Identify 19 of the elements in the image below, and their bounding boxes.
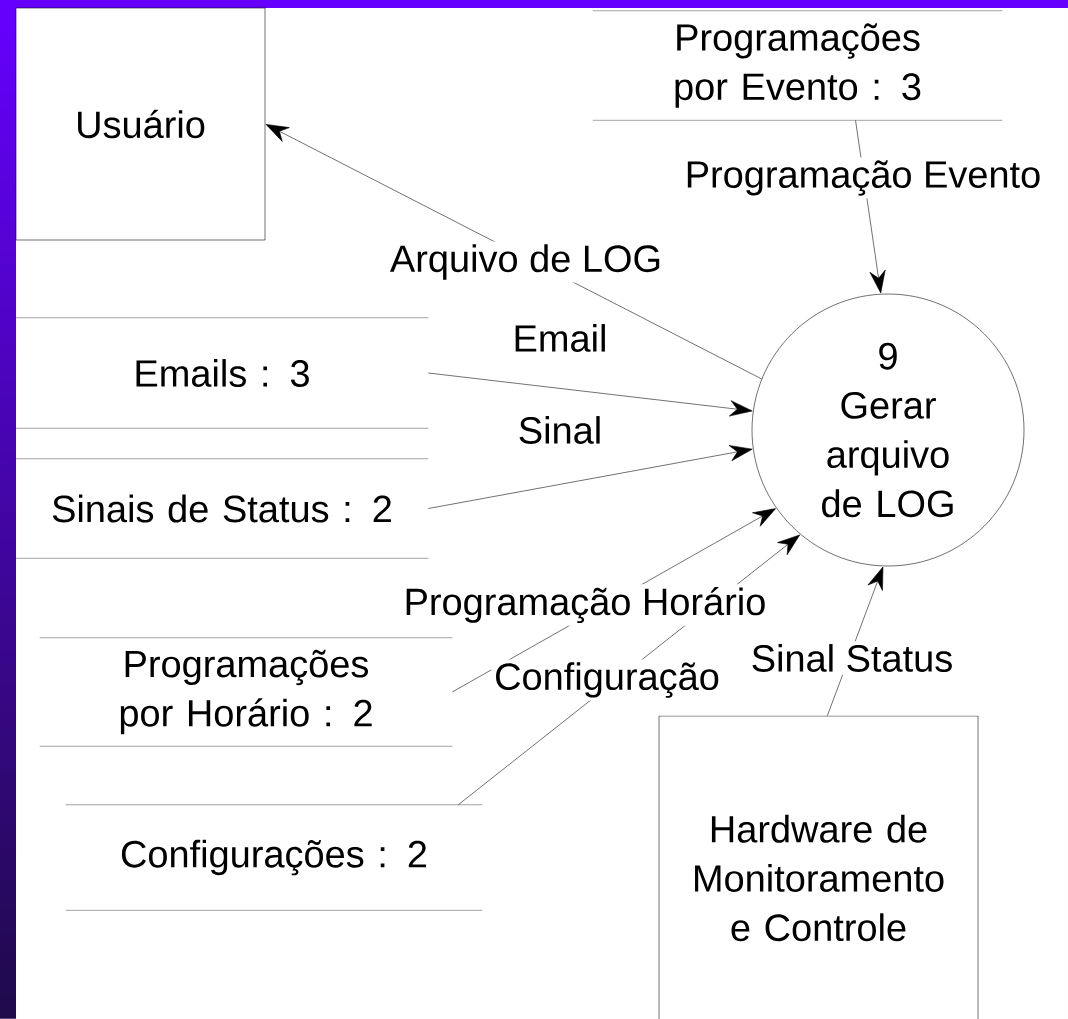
data-store: Programações por Horário : 2	[39, 637, 453, 747]
edge-label: Email	[509, 321, 611, 355]
data-store: Programações por Evento : 3	[592, 10, 1003, 121]
data-store: Sinais de Status : 2	[15, 458, 429, 559]
arrow	[428, 445, 753, 509]
data-store: Configurações : 2	[65, 804, 483, 911]
edge-label: Programação Horário	[400, 584, 770, 626]
data-store: Emails : 3	[15, 317, 429, 429]
edge-label: Programação Evento	[681, 157, 1045, 199]
arrow	[428, 372, 753, 417]
arrow	[827, 566, 884, 716]
edge-label: Sinal Status	[747, 641, 957, 675]
entity-box: Hardware de Monitoramento e Controle	[658, 715, 979, 1019]
arrow	[265, 124, 762, 380]
arrow	[855, 120, 886, 294]
edge-label: Configuração	[491, 659, 723, 701]
entity-box: Usuário	[15, 7, 266, 241]
edge-label: Sinal	[515, 413, 605, 447]
edge-label: Arquivo de LOG	[387, 241, 665, 283]
